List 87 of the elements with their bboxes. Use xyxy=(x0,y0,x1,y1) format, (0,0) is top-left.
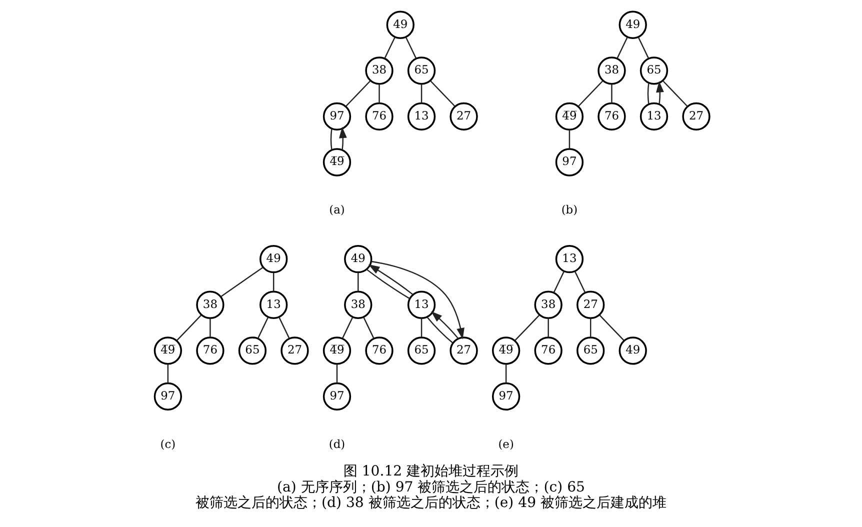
connector xyxy=(336,364,338,384)
caption: (a) 无序序列；(b) 97 被筛选之后的状态；(c) 65 被筛选之后的状态；(d) 38 被筛选之后的状态；(e) 49 被筛选之后建成的堆 xyxy=(195,479,667,512)
label: (a) xyxy=(329,202,345,217)
connector xyxy=(342,316,354,339)
node-circle: 13 xyxy=(407,102,436,131)
node-circle: 4̅9̅ xyxy=(555,102,584,131)
connector xyxy=(574,271,586,293)
node-circle: 76 xyxy=(534,336,562,365)
connector xyxy=(514,314,540,341)
connector xyxy=(505,364,507,384)
label: (b) xyxy=(561,202,578,217)
arrow xyxy=(339,126,347,150)
node-circle: 65 xyxy=(576,336,605,365)
node-circle: 13 xyxy=(260,290,288,319)
connector xyxy=(430,80,456,107)
label: (e) xyxy=(498,436,514,451)
node-circle: 38 xyxy=(344,290,372,319)
node-circle: 76 xyxy=(196,336,224,365)
node-circle: 27 xyxy=(280,336,309,365)
node-circle: 97 xyxy=(322,382,352,411)
connector xyxy=(220,266,264,298)
node-circle: 13 xyxy=(555,245,584,274)
node-circle: 49 xyxy=(344,245,372,274)
connector xyxy=(578,80,604,107)
connector xyxy=(176,314,202,341)
connector xyxy=(366,268,410,300)
node-circle: 38 xyxy=(598,56,626,85)
connector xyxy=(278,316,290,339)
connector xyxy=(638,36,650,59)
node-circle: 65 xyxy=(407,336,436,365)
node-circle: 4̅9̅ xyxy=(322,336,352,365)
node-circle: 49 xyxy=(386,10,414,39)
connector xyxy=(210,318,211,338)
node-circle: 27 xyxy=(576,290,605,319)
connector xyxy=(548,318,549,338)
connector xyxy=(568,130,570,149)
connector xyxy=(405,36,417,59)
node-circle: 27 xyxy=(450,102,478,131)
node-circle: 97 xyxy=(154,382,182,411)
arrow xyxy=(656,81,664,104)
node-circle: 76 xyxy=(598,102,626,131)
node-circle: 76 xyxy=(365,102,394,131)
node-circle: 38 xyxy=(534,290,562,319)
connector xyxy=(553,271,565,293)
connector xyxy=(426,316,454,344)
node-circle: 65 xyxy=(407,56,436,85)
connector xyxy=(616,36,628,59)
connector xyxy=(257,316,269,339)
node-circle: 65 xyxy=(238,336,267,365)
connector xyxy=(611,84,612,104)
label: (d) xyxy=(328,436,346,451)
node-circle: 97 xyxy=(555,148,584,176)
connector xyxy=(647,82,650,104)
label: (c) xyxy=(160,436,176,451)
connector xyxy=(272,272,274,292)
node-circle: 49 xyxy=(260,245,288,274)
connector xyxy=(378,84,380,104)
node-circle: 76 xyxy=(365,336,394,365)
connector xyxy=(599,314,624,341)
arrow xyxy=(368,264,414,296)
connector xyxy=(420,84,422,104)
connector xyxy=(346,80,371,107)
connector xyxy=(420,318,422,338)
connector xyxy=(363,316,374,339)
node-circle: 49 xyxy=(618,10,647,39)
node-circle: 49 xyxy=(618,336,647,365)
node-circle: 38 xyxy=(365,56,394,85)
connector xyxy=(590,318,592,338)
node-circle: 97 xyxy=(492,382,520,411)
node-circle: 4̅9̅ xyxy=(154,336,182,365)
connector xyxy=(358,272,359,292)
node-circle: 27 xyxy=(450,336,478,365)
connector xyxy=(167,364,169,384)
node-circle: 97 xyxy=(322,102,352,131)
connector xyxy=(384,36,396,59)
arrow xyxy=(430,311,459,339)
arrow xyxy=(371,260,464,340)
node-circle: 13 xyxy=(640,102,668,131)
connector xyxy=(330,128,332,150)
diagram-title: 图 10.12 建初始堆过程示例 xyxy=(343,464,519,480)
connector xyxy=(662,80,688,107)
node-circle: 4̅9̅ xyxy=(492,336,520,365)
node-circle: 4̅9̅ xyxy=(322,148,352,176)
node-circle: 65 xyxy=(640,56,668,85)
node-circle: 27 xyxy=(682,102,710,131)
node-circle: 13 xyxy=(407,290,436,319)
node-circle: 38 xyxy=(196,290,224,319)
